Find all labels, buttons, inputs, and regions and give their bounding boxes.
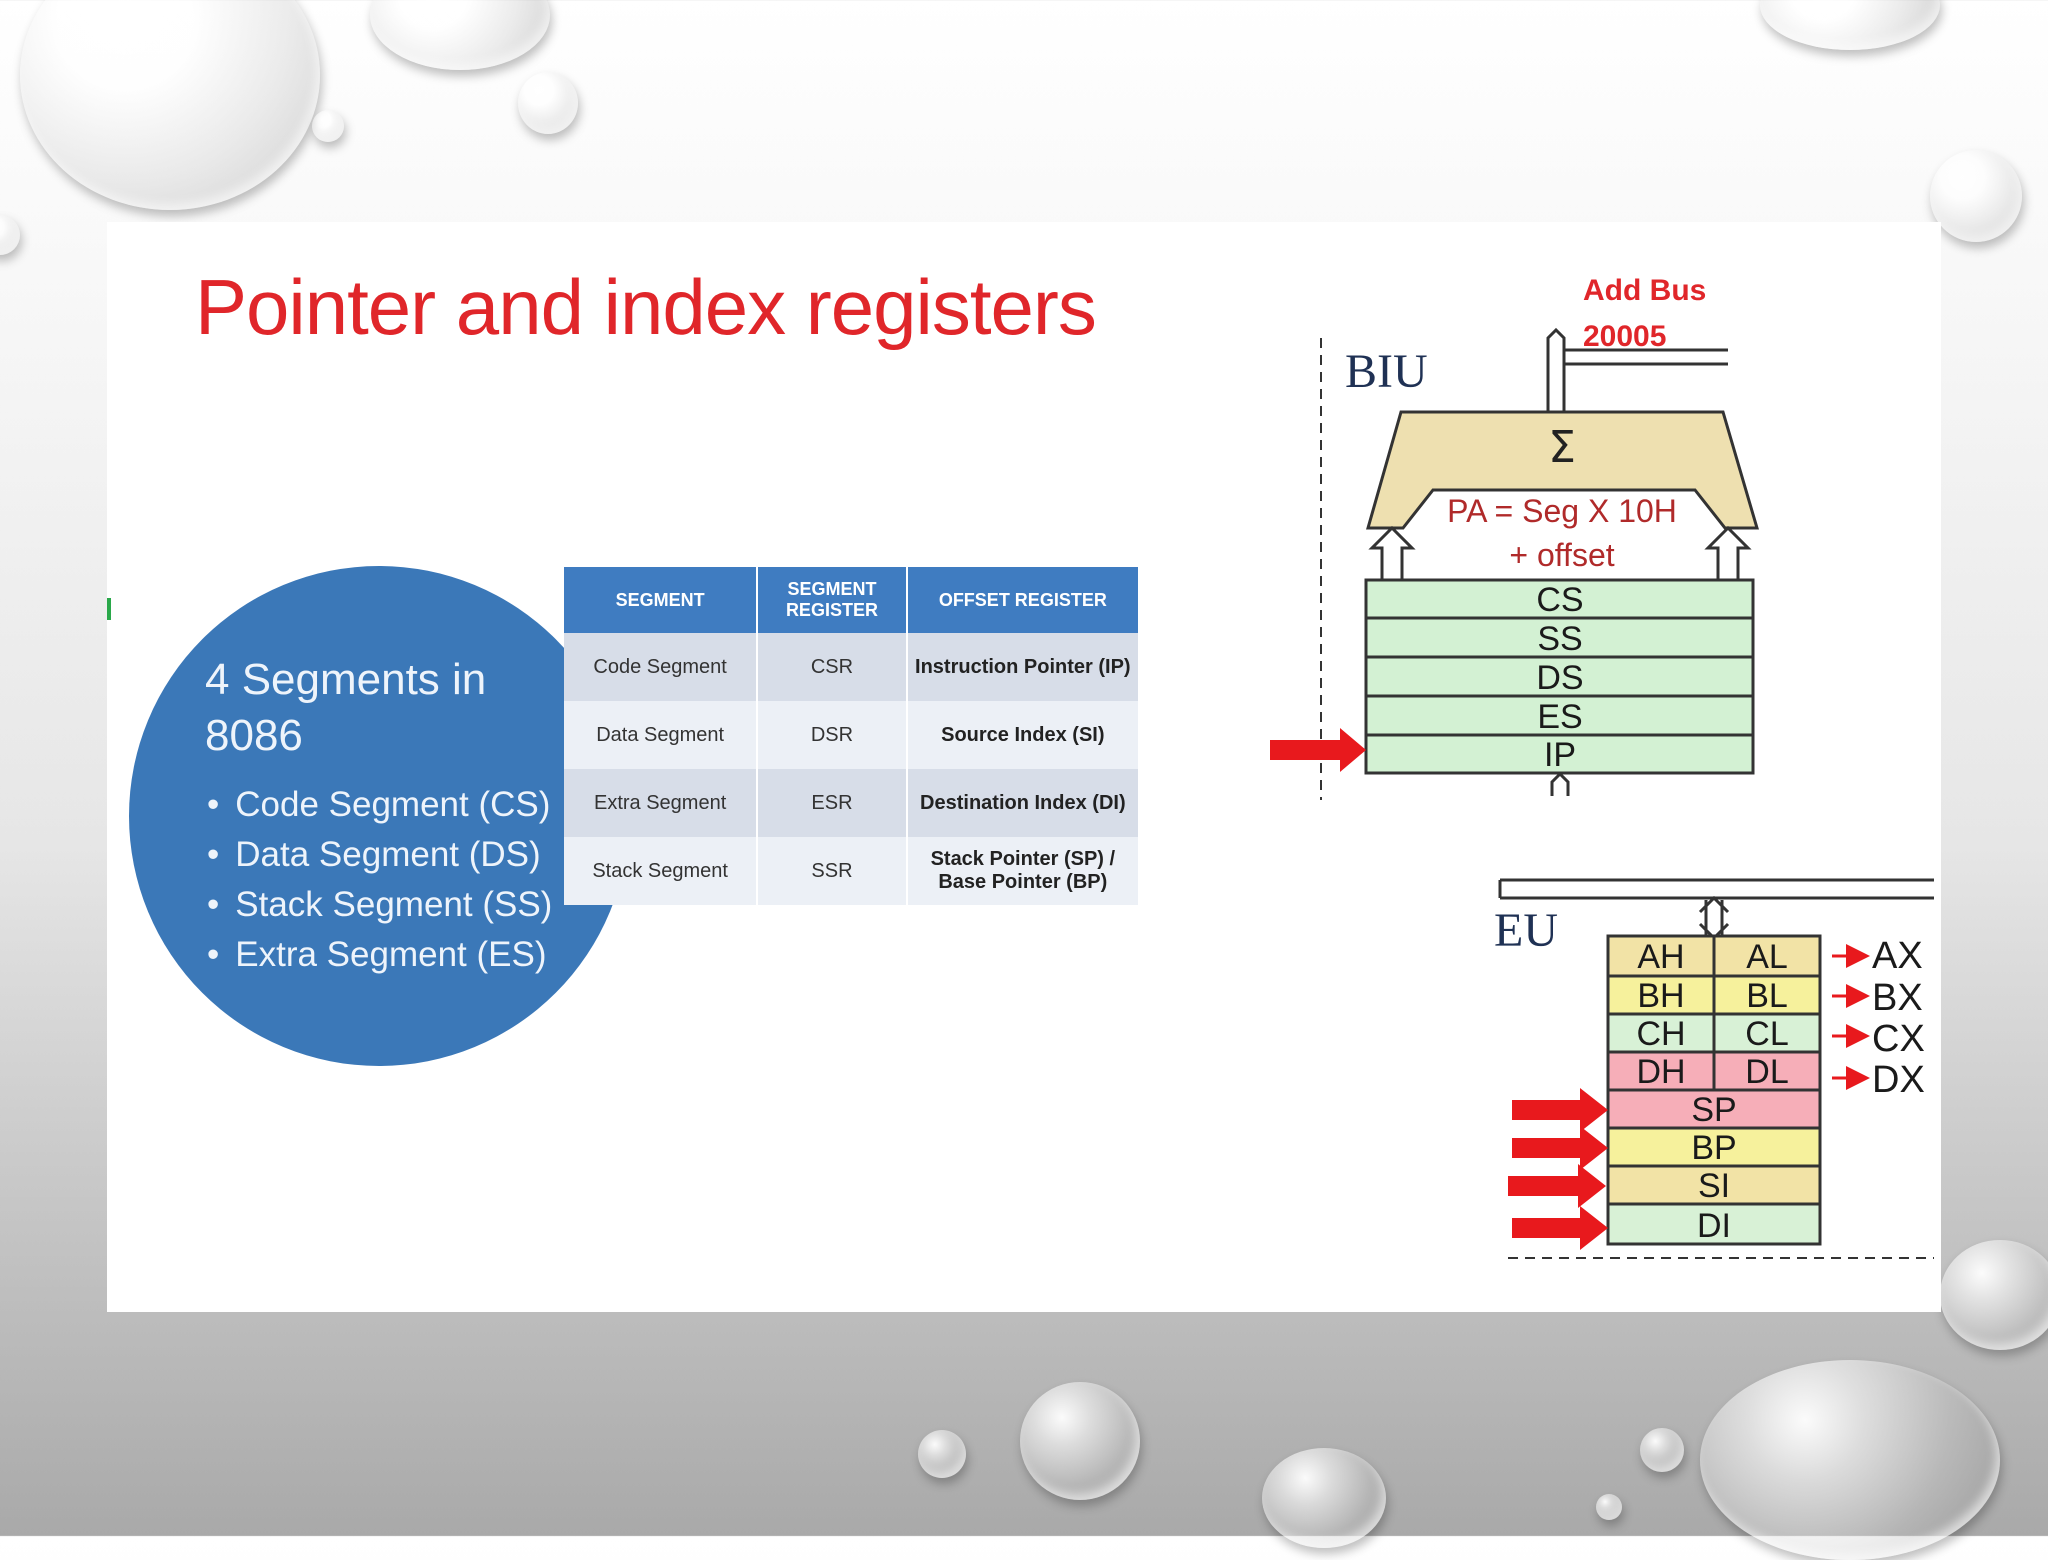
si-pointer-arrow-icon — [1508, 1164, 1606, 1208]
segments-heading: 4 Segments in 8086 — [205, 655, 487, 760]
register-ax: AX — [1872, 935, 1923, 977]
water-drop — [1640, 1428, 1684, 1472]
water-drop — [1262, 1448, 1386, 1548]
table-row: Stack Segment SSR Stack Pointer (SP) / B… — [564, 837, 1141, 905]
column-header: SEGMENT — [564, 567, 759, 633]
register-si: SI — [1698, 1167, 1730, 1205]
formula-line2: + offset — [1509, 537, 1614, 573]
register-di: DI — [1697, 1207, 1731, 1245]
table-row: Code Segment CSR Instruction Pointer (IP… — [564, 633, 1141, 701]
register-ip: IP — [1544, 736, 1576, 774]
di-pointer-arrow-icon — [1512, 1206, 1608, 1250]
water-drop — [1940, 1240, 2048, 1350]
segment-register-stack — [1364, 578, 1755, 775]
sigma-icon: Σ — [1548, 422, 1576, 473]
table-cell: DSR — [757, 701, 908, 769]
table-cell: CSR — [757, 633, 908, 701]
eu-label: EU — [1494, 904, 1558, 957]
ip-pointer-arrow-icon — [1270, 728, 1366, 772]
column-header: OFFSET REGISTER — [906, 567, 1141, 633]
table-row: Extra Segment ESR Destination Index (DI) — [564, 769, 1141, 837]
table-cell: Extra Segment — [564, 769, 759, 837]
table-row: Data Segment DSR Source Index (SI) — [564, 701, 1141, 769]
register-dx: DX — [1872, 1059, 1925, 1101]
table-header-row: SEGMENT SEGMENT REGISTER OFFSET REGISTER — [564, 567, 1141, 633]
up-arrow-icon — [1368, 525, 1752, 582]
list-item: Extra Segment (ES) — [207, 930, 552, 980]
table-cell: SSR — [757, 837, 908, 905]
list-item: Stack Segment (SS) — [207, 880, 552, 930]
list-item: Code Segment (CS) — [207, 780, 552, 830]
register-dh: DH — [1636, 1053, 1685, 1091]
water-drop — [1930, 150, 2022, 242]
segments-list: Code Segment (CS) Data Segment (DS) Stac… — [207, 780, 552, 980]
table-cell: Destination Index (DI) — [906, 769, 1141, 837]
table-cell: ESR — [757, 769, 908, 837]
register-dl: DL — [1745, 1053, 1788, 1091]
register-bx: BX — [1872, 977, 1923, 1019]
register-sp: SP — [1691, 1091, 1736, 1129]
biu-label: BIU — [1345, 345, 1428, 398]
register-ss: SS — [1537, 620, 1582, 658]
water-drop — [918, 1430, 966, 1478]
bus-label: Add Bus — [1583, 274, 1706, 307]
register-cx: CX — [1872, 1018, 1925, 1060]
bus-value: 20005 — [1583, 320, 1666, 353]
water-drop — [20, 0, 320, 210]
table-cell: Code Segment — [564, 633, 759, 701]
sp-pointer-arrow-icon — [1512, 1088, 1608, 1132]
adder-shape — [1366, 410, 1760, 530]
register-cs: CS — [1536, 581, 1583, 619]
register-bl: BL — [1746, 977, 1788, 1015]
bus-down-icon — [1550, 771, 1570, 796]
register-al: AL — [1746, 938, 1788, 976]
water-drop — [312, 110, 344, 142]
water-drop — [518, 72, 578, 134]
register-cl: CL — [1745, 1015, 1788, 1053]
table-cell: Stack Pointer (SP) / Base Pointer (BP) — [906, 837, 1141, 905]
table-cell: Source Index (SI) — [906, 701, 1141, 769]
register-bh: BH — [1637, 977, 1684, 1015]
table-cell: Data Segment — [564, 701, 759, 769]
water-drop — [1020, 1382, 1140, 1500]
eu-internal-bus-icon — [1498, 878, 1934, 941]
register-es: ES — [1537, 698, 1582, 736]
green-marker — [107, 598, 111, 620]
register-bp: BP — [1691, 1129, 1736, 1167]
table-cell: Stack Segment — [564, 837, 759, 905]
list-item: Data Segment (DS) — [207, 830, 552, 880]
water-drop — [1700, 1360, 2000, 1560]
column-header: SEGMENT REGISTER — [757, 567, 908, 633]
water-drop — [1596, 1494, 1622, 1520]
register-ds: DS — [1536, 659, 1583, 697]
segment-table: SEGMENT SEGMENT REGISTER OFFSET REGISTER… — [564, 567, 1141, 905]
register-ch: CH — [1636, 1015, 1685, 1053]
table-cell: Instruction Pointer (IP) — [906, 633, 1141, 701]
bp-pointer-arrow-icon — [1512, 1126, 1608, 1170]
address-bus-icon — [1546, 327, 1728, 412]
register-ah: AH — [1637, 938, 1684, 976]
general-register-block — [1606, 934, 1822, 1246]
formula-line1: PA = Seg X 10H — [1447, 493, 1677, 529]
water-drop — [0, 215, 20, 255]
slide-title: Pointer and index registers — [195, 263, 1097, 351]
pair-arrows — [1832, 944, 1870, 1090]
